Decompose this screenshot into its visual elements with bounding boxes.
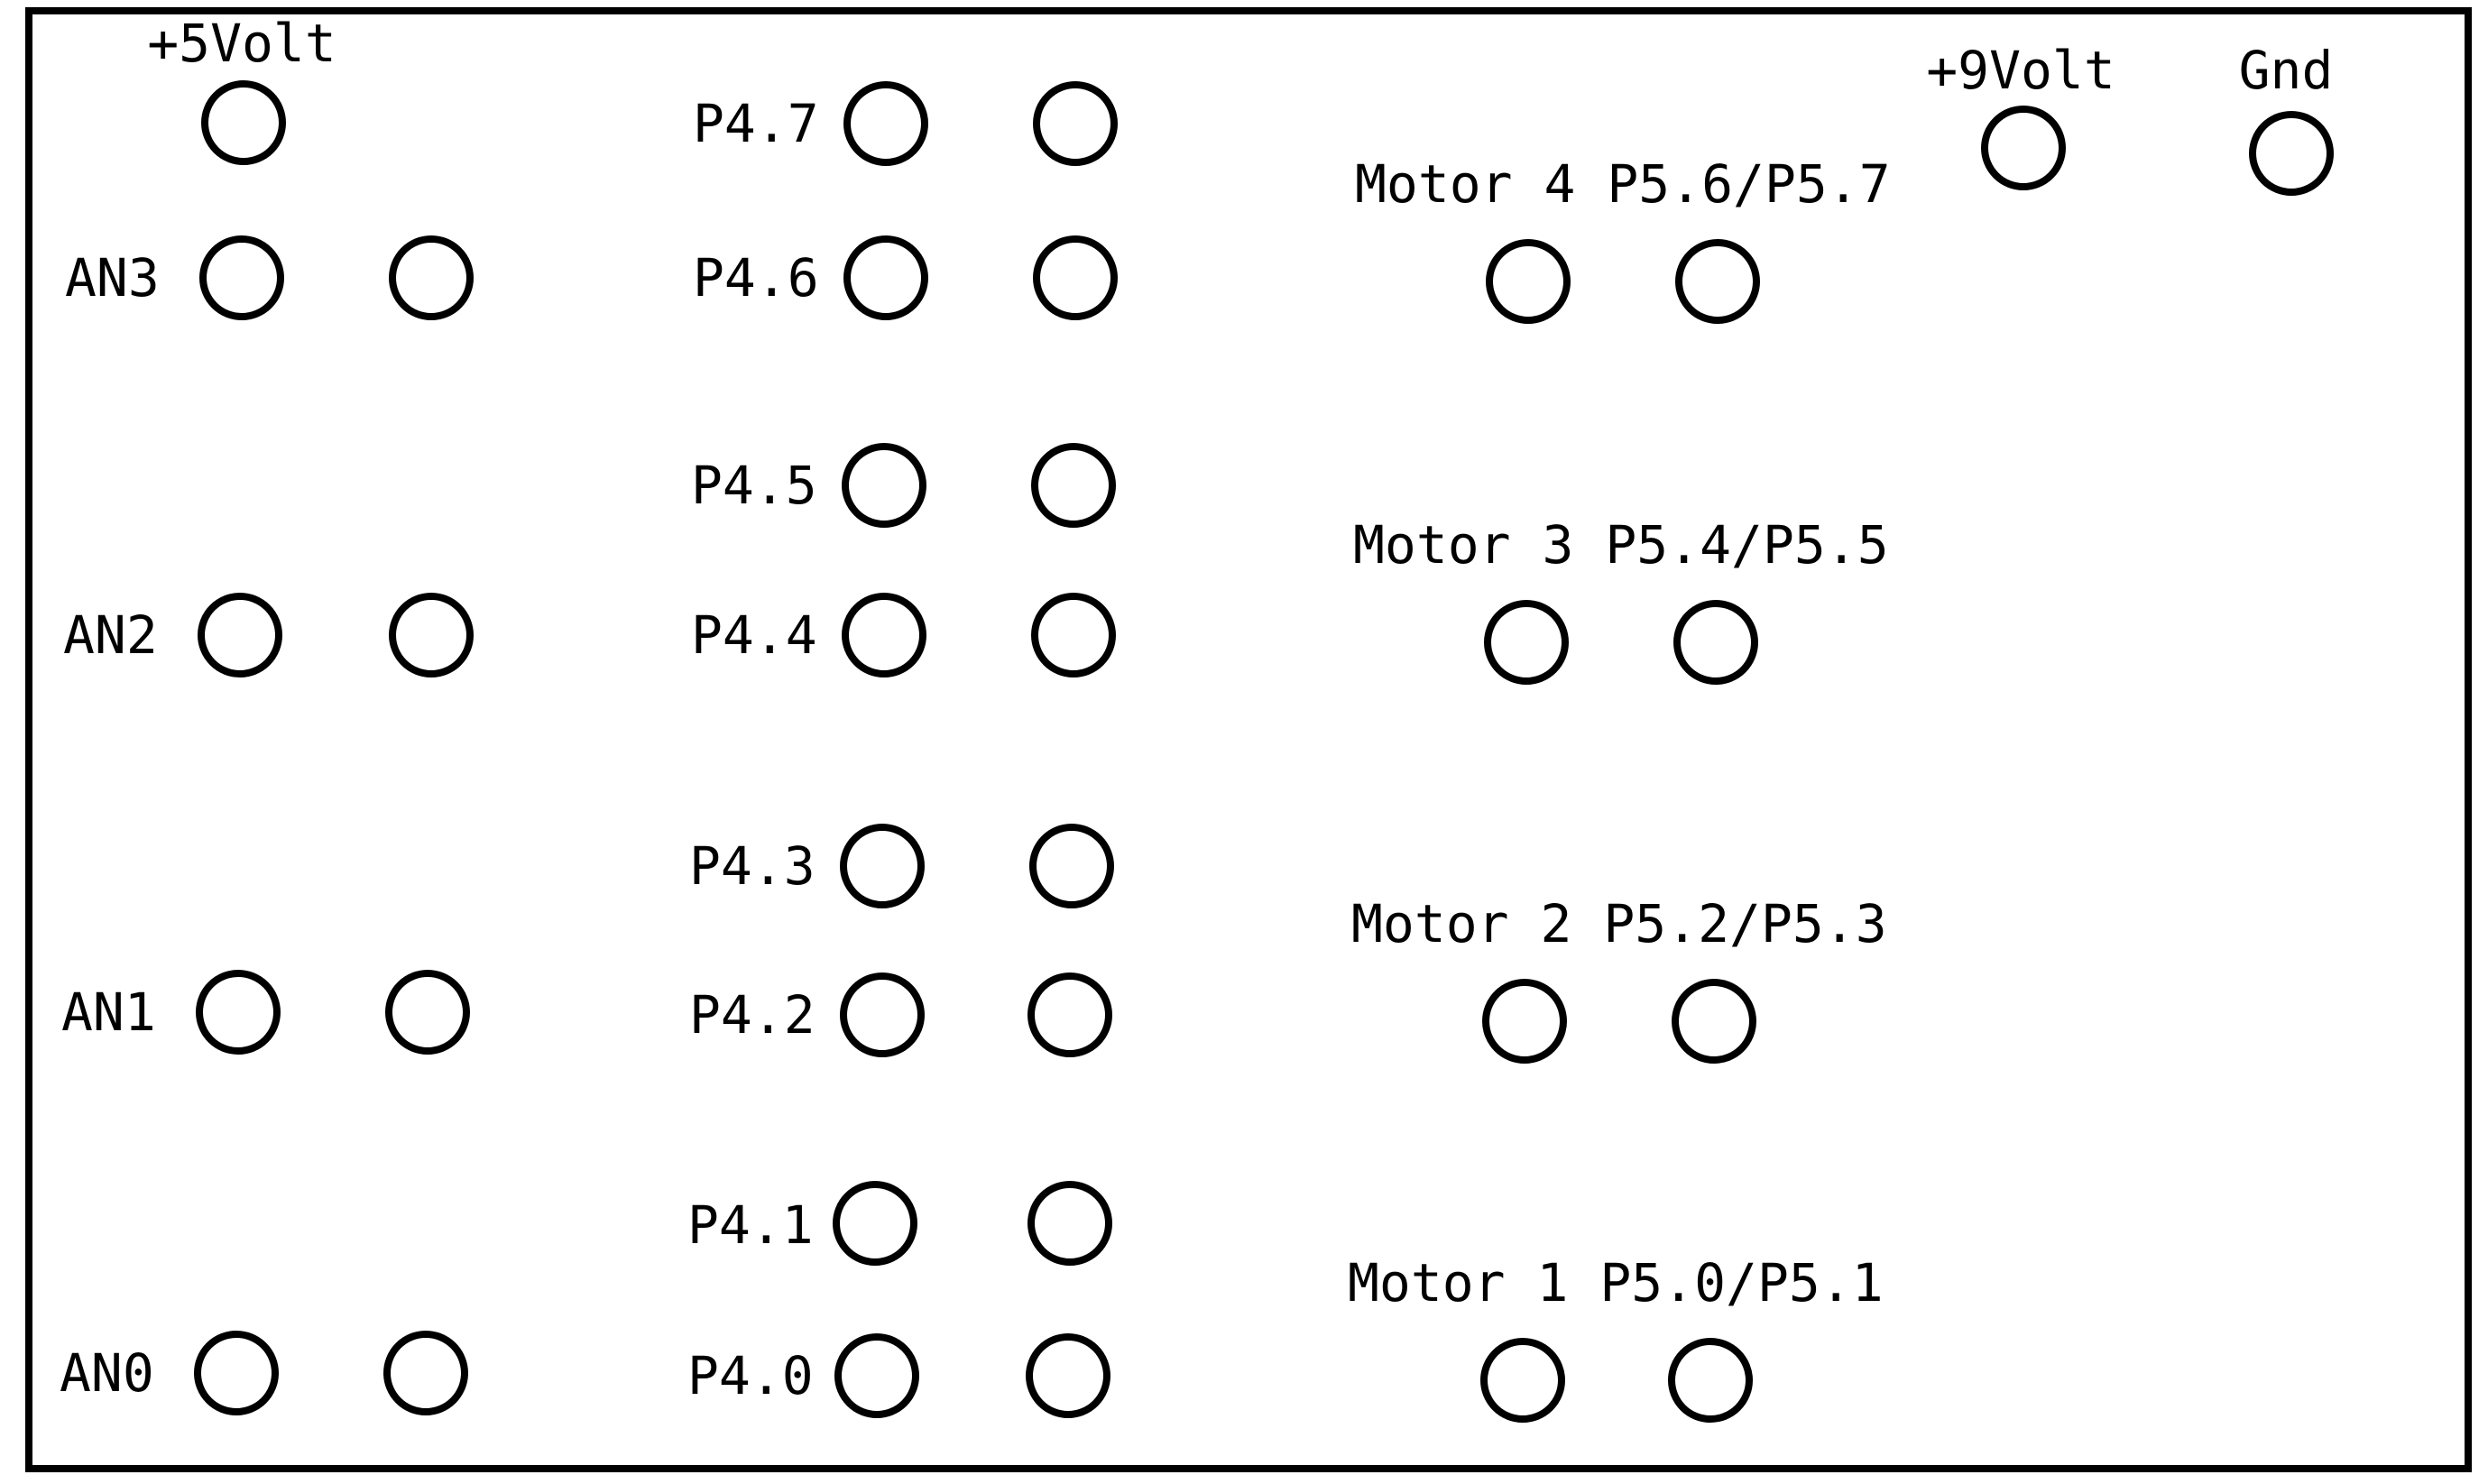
- p40-jack-a[interactable]: [834, 1333, 919, 1418]
- p43-jack-a[interactable]: [840, 824, 925, 908]
- p42-jack-a[interactable]: [840, 972, 925, 1057]
- motor-4-label: Motor 4 P5.6/P5.7: [1355, 153, 1891, 215]
- p46-jack-b[interactable]: [1033, 235, 1118, 320]
- p45-label: P4.5: [691, 455, 817, 516]
- p40-jack-b[interactable]: [1026, 1333, 1110, 1418]
- an3-label: AN3: [65, 247, 160, 309]
- motor-2-jack-b[interactable]: [1672, 979, 1756, 1064]
- p47-jack-b[interactable]: [1033, 81, 1118, 166]
- an2-label: AN2: [63, 604, 158, 666]
- an1-jack-b[interactable]: [385, 970, 470, 1055]
- motor-4-jack-b[interactable]: [1675, 239, 1760, 324]
- motor-1-group: Motor 1 P5.0/P5.1: [1348, 1252, 1884, 1423]
- gnd-jack[interactable]: [2249, 111, 2334, 196]
- an3-jack-b[interactable]: [389, 235, 474, 320]
- plus9-volt-jack[interactable]: [1981, 106, 2066, 190]
- motor-1-label: Motor 1 P5.0/P5.1: [1348, 1252, 1884, 1313]
- plus5-volt-label: +5Volt: [147, 13, 336, 74]
- p47-label: P4.7: [693, 93, 819, 154]
- an1-jack-a[interactable]: [196, 970, 281, 1055]
- an3-jack-a[interactable]: [199, 235, 284, 320]
- p44-label: P4.4: [691, 604, 817, 666]
- p46-label: P4.6: [693, 247, 819, 309]
- an2-jack-b[interactable]: [389, 593, 474, 677]
- analog-row-an1: AN1: [61, 970, 470, 1055]
- an1-label: AN1: [61, 982, 156, 1043]
- an0-label: AN0: [60, 1342, 154, 1404]
- plus9-volt-label: +9Volt: [1926, 40, 2115, 101]
- an0-jack-b[interactable]: [383, 1331, 468, 1415]
- motor-3-label: Motor 3 P5.4/P5.5: [1353, 514, 1889, 576]
- port4-row-p44: P4.4: [691, 593, 1116, 677]
- panel-frame: [25, 7, 2472, 1472]
- motor-2-group: Motor 2 P5.2/P5.3: [1351, 893, 1887, 1064]
- analog-row-an3: AN3: [65, 235, 474, 320]
- analog-row-an2: AN2: [63, 593, 474, 677]
- p45-jack-a[interactable]: [842, 443, 926, 528]
- p44-jack-b[interactable]: [1031, 593, 1116, 677]
- motor-2-label: Motor 2 P5.2/P5.3: [1351, 893, 1887, 954]
- motor-3-jack-b[interactable]: [1673, 600, 1758, 685]
- p41-jack-b[interactable]: [1027, 1181, 1112, 1266]
- gnd-label: Gnd: [2239, 40, 2334, 101]
- port4-row-p40: P4.0: [687, 1333, 1110, 1418]
- motor-2-jack-a[interactable]: [1482, 979, 1567, 1064]
- an2-jack-a[interactable]: [198, 593, 282, 677]
- p43-label: P4.3: [689, 835, 816, 897]
- motor-4-jack-a[interactable]: [1486, 239, 1571, 324]
- p45-jack-b[interactable]: [1031, 443, 1116, 528]
- port4-row-p46: P4.6: [693, 235, 1118, 320]
- plus5-volt-jack[interactable]: [201, 80, 286, 165]
- p46-jack-a[interactable]: [843, 235, 928, 320]
- port4-row-p45: P4.5: [691, 443, 1116, 528]
- motor-3-jack-a[interactable]: [1484, 600, 1569, 685]
- analog-row-an0: AN0: [60, 1331, 468, 1415]
- p42-jack-b[interactable]: [1027, 972, 1112, 1057]
- motor-1-jack-a[interactable]: [1480, 1338, 1565, 1423]
- port4-row-p42: P4.2: [689, 972, 1112, 1057]
- motor-1-jack-b[interactable]: [1668, 1338, 1753, 1423]
- port4-row-p41: P4.1: [687, 1181, 1112, 1266]
- motor-3-group: Motor 3 P5.4/P5.5: [1353, 514, 1889, 685]
- port4-row-p43: P4.3: [689, 824, 1114, 908]
- p40-label: P4.0: [687, 1345, 814, 1406]
- port4-row-p47: P4.7: [693, 81, 1118, 166]
- an0-jack-a[interactable]: [194, 1331, 279, 1415]
- p41-jack-a[interactable]: [833, 1181, 917, 1266]
- p44-jack-a[interactable]: [842, 593, 926, 677]
- p41-label: P4.1: [687, 1194, 814, 1256]
- p42-label: P4.2: [689, 984, 816, 1046]
- p47-jack-a[interactable]: [843, 81, 928, 166]
- p43-jack-b[interactable]: [1029, 824, 1114, 908]
- motor-4-group: Motor 4 P5.6/P5.7: [1355, 153, 1891, 324]
